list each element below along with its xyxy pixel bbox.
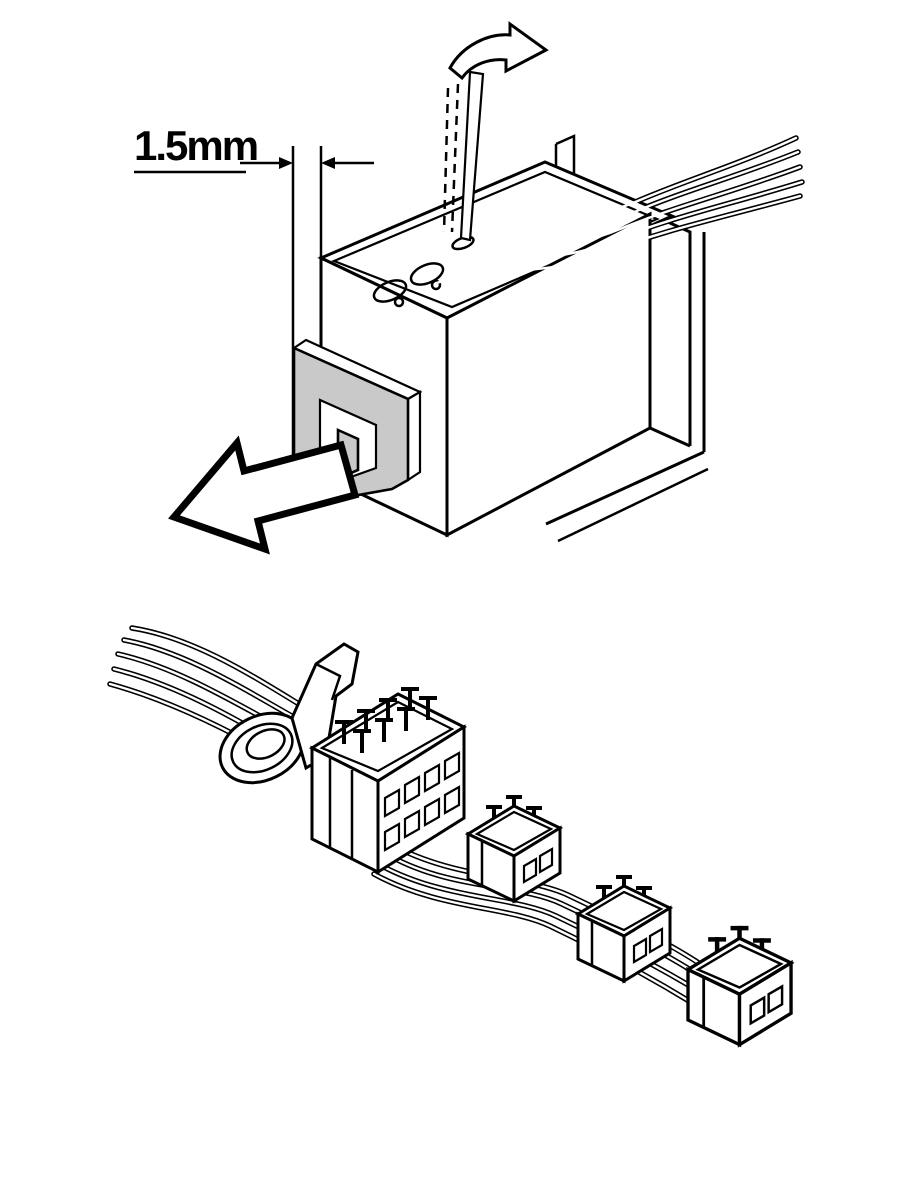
grommet <box>218 711 306 785</box>
main-connector-sockets <box>383 751 461 852</box>
dimension-arrow-left <box>279 157 293 169</box>
release-tool <box>442 21 549 242</box>
terminal-cavities <box>372 235 475 308</box>
dimension-label: 1.5mm <box>134 122 257 169</box>
slide-direction-arrow-icon <box>168 435 360 555</box>
sub-connector-3 <box>688 928 791 1044</box>
figure-top: 1.5mm <box>134 21 805 555</box>
dimension-arrow-right <box>321 157 335 169</box>
lock-slider <box>291 338 423 502</box>
main-connector-pins <box>335 687 437 753</box>
main-connector <box>308 687 468 875</box>
rotation-arrow-icon <box>448 21 549 81</box>
figure-bottom <box>107 625 791 1045</box>
